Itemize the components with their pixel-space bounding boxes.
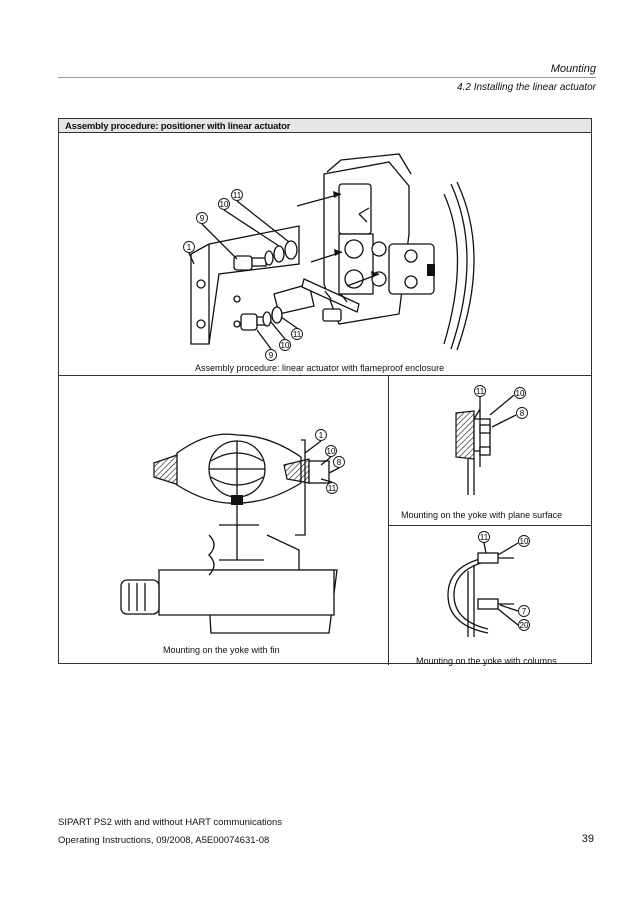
chapter-title: Mounting <box>550 63 596 75</box>
callout-label: 20 <box>520 621 529 630</box>
callout-label: 10 <box>327 447 336 456</box>
figure1-caption: Assembly procedure: linear actuator with… <box>195 363 445 373</box>
callout-label: 10 <box>520 537 529 546</box>
divider-vertical <box>388 375 389 665</box>
figure-frame: Assembly procedure: positioner with line… <box>58 118 592 666</box>
plane-surface-drawing: 11 10 8 <box>455 385 528 495</box>
callout-label: 9 <box>200 214 205 223</box>
callout-label: 11 <box>480 533 489 542</box>
callout-label: 10 <box>516 389 525 398</box>
callout-markers-fig4: 11 10 7 20 <box>478 531 530 631</box>
assembly-drawing: 11 10 9 1 11 10 9 <box>183 153 475 361</box>
footer-doc: Operating Instructions, 09/2008, A5E0007… <box>58 835 270 846</box>
callout-label: 11 <box>293 330 302 339</box>
figure4-caption: Mounting on the yoke with columns <box>416 656 557 666</box>
callout-label: 1 <box>187 243 192 252</box>
divider-right <box>388 525 591 526</box>
header-rule <box>58 77 596 78</box>
callout-label: 8 <box>520 409 525 418</box>
frame-title: Assembly procedure: positioner with line… <box>59 119 591 133</box>
columns-drawing: 11 10 7 20 <box>447 531 530 637</box>
divider-horizontal <box>59 375 591 376</box>
section-title: 4.2 Installing the linear actuator <box>457 82 596 93</box>
callout-label: 7 <box>522 607 527 616</box>
callout-label: 9 <box>269 351 274 360</box>
callout-label: 1 <box>319 431 324 440</box>
callout-markers-fig1: 11 10 9 1 11 10 9 <box>183 189 303 361</box>
callout-label: 11 <box>328 484 337 493</box>
callout-label: 10 <box>220 200 229 209</box>
callout-markers-fig2: 1 10 8 11 <box>315 429 345 494</box>
callout-label: 10 <box>281 341 290 350</box>
callout-label: 8 <box>337 458 342 467</box>
callout-markers-fig3: 11 10 8 <box>474 385 528 419</box>
fin-mount-drawing: 1 10 8 11 <box>120 429 345 634</box>
figure3-caption: Mounting on the yoke with plane surface <box>401 510 563 520</box>
figure2-caption: Mounting on the yoke with fin <box>163 645 280 655</box>
footer-product: SIPART PS2 with and without HART communi… <box>58 817 283 828</box>
callout-label: 11 <box>233 191 242 200</box>
page-number: 39 <box>581 833 594 845</box>
callout-label: 11 <box>476 387 485 396</box>
